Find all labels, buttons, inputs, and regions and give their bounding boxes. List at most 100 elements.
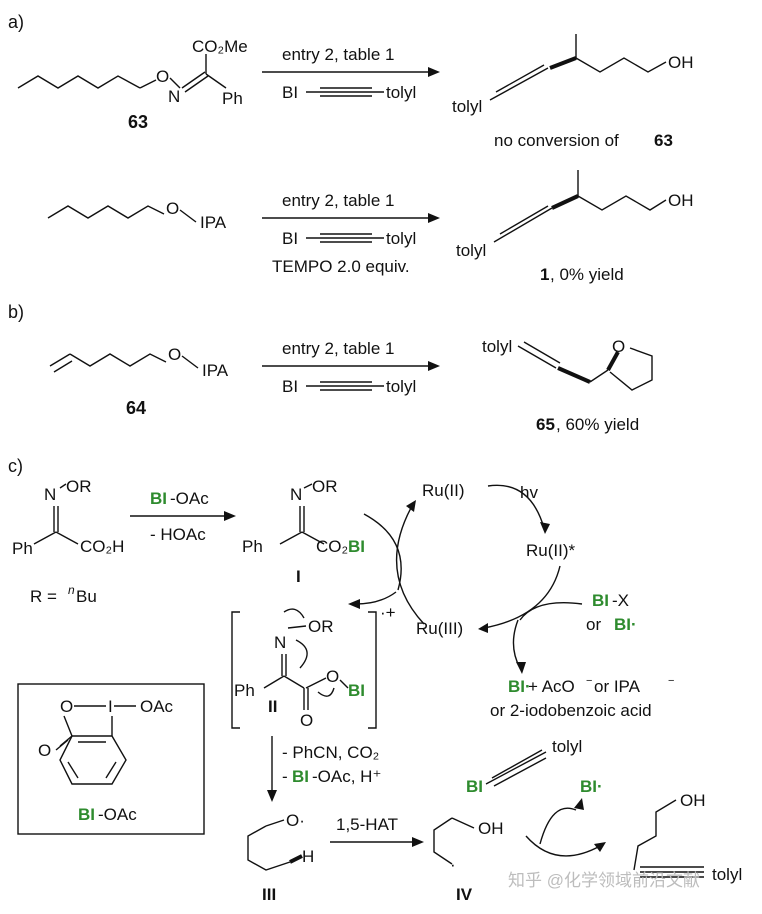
c-final-product: OH tolyl	[633, 791, 742, 884]
c-int2-charge: ·+	[380, 603, 396, 622]
watermark: 知乎 @化学领域前沿文献	[508, 871, 700, 890]
c-alkyne-reagent: BI tolyl	[466, 737, 582, 796]
result-b-num: 65	[536, 415, 555, 434]
sm-63-ph: Ph	[222, 89, 243, 108]
box-o2: O	[38, 741, 51, 760]
prod-a1-tolyl: tolyl	[452, 97, 482, 116]
cond-a2-bi: BI	[282, 229, 298, 248]
cond-b-top: entry 2, table 1	[282, 339, 394, 358]
c-ru2star: Ru(II)*	[526, 541, 576, 560]
c-sm-r-sup: n	[68, 583, 75, 597]
c-int4-label: IV	[456, 885, 473, 904]
c-loss2-bi: BI	[292, 767, 309, 786]
cond-a2-top: entry 2, table 1	[282, 191, 394, 210]
sm-64-label: 64	[126, 398, 146, 418]
c-int1-or: OR	[312, 477, 338, 496]
c-hv: hv	[520, 483, 538, 502]
sm-63-ester: CO₂Me	[192, 37, 248, 56]
c-bix-x: -X	[612, 591, 629, 610]
panel-label-c: c)	[8, 456, 23, 476]
cond-a1-top: entry 2, table 1	[282, 45, 394, 64]
prod-a1-oh: OH	[668, 53, 694, 72]
c-sm-n: N	[44, 485, 56, 504]
panel-label-a: a)	[8, 12, 24, 32]
reaction-a2: O IPA entry 2, table 1 BI tolyl TEMPO 2.…	[47, 170, 694, 284]
c-bix-bi: BI	[592, 591, 609, 610]
sm-63-chain	[17, 75, 141, 89]
c-loss2-rest: -OAc, H⁺	[312, 767, 381, 786]
bi-oac-box: O I OAc O BI -OAc	[17, 683, 205, 835]
result-a2-num: 1	[540, 265, 549, 284]
c-intermediate-III: O· H III	[247, 811, 314, 904]
c-ru-cycle: Ru(II) hv Ru(II)* Ru(III) BI -X or BI· B…	[395, 481, 674, 720]
result-a2-text: , 0% yield	[550, 265, 624, 284]
c-sm-ph: Ph	[12, 539, 33, 558]
cond-a1-bi: BI	[282, 83, 298, 102]
reaction-b: O IPA 64 entry 2, table 1 BI tolyl tolyl…	[49, 337, 653, 434]
sm-a2-ipa: IPA	[200, 213, 227, 232]
c-int3-label: III	[262, 885, 276, 904]
cond-a2-tempo: TEMPO 2.0 equiv.	[272, 257, 410, 276]
c-int1-n: N	[290, 485, 302, 504]
c-int2-o2: O	[326, 667, 339, 686]
c-reagent-oac: -OAc	[170, 489, 209, 508]
panel-label-b: b)	[8, 302, 24, 322]
c-bix-or: or	[586, 615, 601, 634]
c-bi-rad: BI·	[580, 777, 603, 796]
result-a1-num: 63	[654, 131, 673, 150]
sm-63-o: O	[156, 67, 169, 86]
c-int1-ph: Ph	[242, 537, 263, 556]
result-a1-text: no conversion of	[494, 131, 619, 150]
c-reagent-bi: BI	[150, 489, 167, 508]
cond-b-tolyl: tolyl	[386, 377, 416, 396]
cond-a1-tolyl: tolyl	[386, 83, 416, 102]
result-b-text: , 60% yield	[556, 415, 639, 434]
c-int2-label: II	[268, 697, 277, 716]
c-ru2: Ru(II)	[422, 481, 465, 500]
c-sm-or: OR	[66, 477, 92, 496]
cond-b-bi: BI	[282, 377, 298, 396]
prod-a2-oh: OH	[668, 191, 694, 210]
sm-64-chain	[69, 353, 167, 367]
svg-text:-: -	[282, 767, 288, 786]
box-o: O	[60, 697, 73, 716]
c-sm-r: R =	[30, 587, 57, 606]
c-arc-oxidize	[483, 565, 561, 629]
c-int2-or: OR	[308, 617, 334, 636]
c-final-tolyl: tolyl	[712, 865, 742, 884]
box-i: I	[108, 697, 113, 716]
sm-a2-o: O	[166, 199, 179, 218]
sm-a2-chain	[47, 205, 165, 219]
box-oac: OAc	[140, 697, 174, 716]
sm-63-label: 63	[128, 112, 148, 132]
box-label-bi: BI	[78, 805, 95, 824]
c-prod-or: or IPA	[594, 677, 641, 696]
c-alk-bi: BI	[466, 777, 483, 796]
c-int4-oh: OH	[478, 819, 504, 838]
sm-64-o: O	[168, 345, 181, 364]
cond-a2-tolyl: tolyl	[386, 229, 416, 248]
c-int1-bi: BI	[348, 537, 365, 556]
reaction-a1: O N CO₂Me Ph 63 entry 2, table 1 BI toly…	[17, 34, 694, 150]
c-loss1: - PhCN, CO₂	[282, 743, 379, 762]
prod-a2-tolyl: tolyl	[456, 241, 486, 260]
c-intermediate-IV: OH · IV	[433, 817, 504, 904]
c-sm-co2h: CO₂H	[80, 537, 124, 556]
c-starting-acid: OR N Ph CO₂H R = n Bu	[12, 477, 124, 606]
c-intermediate-II: ·+ OR N Ph O O BI II	[231, 603, 396, 730]
svg-text:·: ·	[450, 855, 456, 874]
c-bix-bi2: BI·	[614, 615, 637, 634]
c-intermediate-I: OR N Ph CO₂ BI I	[242, 477, 365, 586]
c-byproduct: - HOAc	[150, 525, 206, 544]
c-arc-reduce	[395, 505, 425, 625]
c-int1-co2: CO₂	[316, 537, 348, 556]
prod-65-tolyl: tolyl	[482, 337, 512, 356]
c-final-oh: OH	[680, 791, 706, 810]
c-prod-bi: BI·	[508, 677, 531, 696]
c-int1-label: I	[296, 567, 301, 586]
c-int2-bi: BI	[348, 681, 365, 700]
c-int2-o: O	[300, 711, 313, 730]
c-alk-tolyl: tolyl	[552, 737, 582, 756]
c-prod-line2: or 2-iodobenzoic acid	[490, 701, 652, 720]
